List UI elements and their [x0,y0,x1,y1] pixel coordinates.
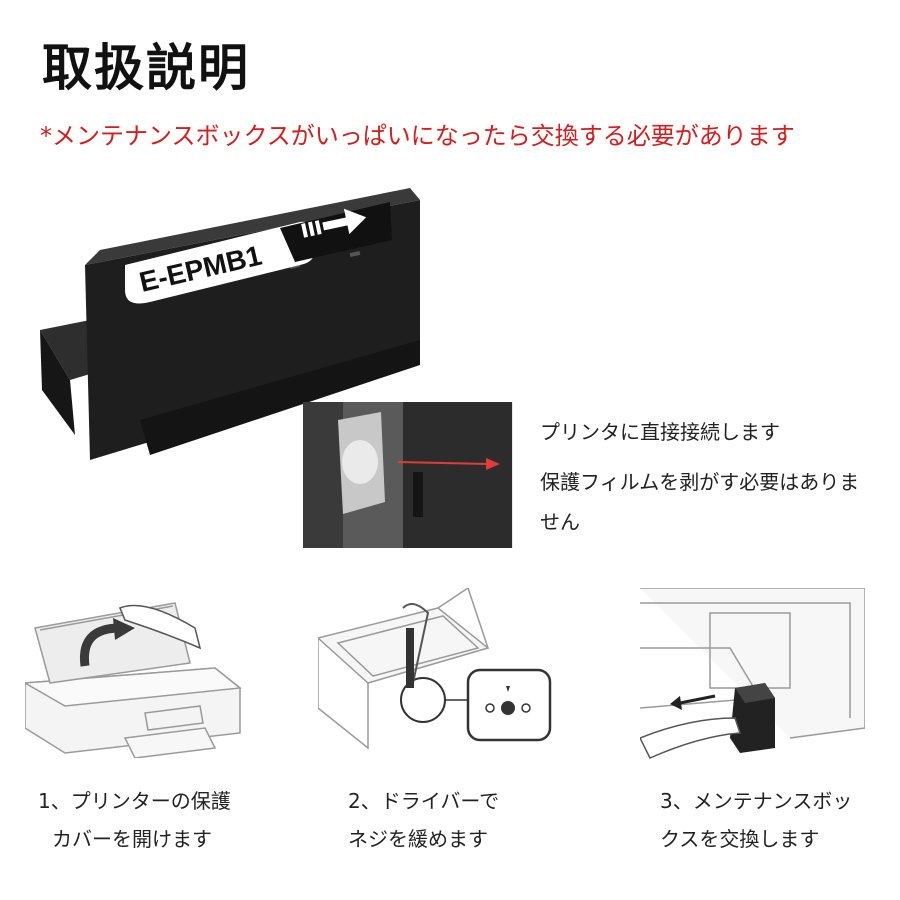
connector-closeup-image [303,402,513,548]
step2-line1: 2、ドライバーで [348,789,500,813]
note-no-film: 保護フィルムを剥がす必要はありません [540,470,860,534]
step2-illustration [318,588,552,750]
step2-caption: 2、ドライバーで ネジを緩めます [348,782,548,858]
divider [512,402,513,548]
step3-illustration [640,588,865,759]
step3-line1: 3、メンテナンスボッ [660,789,853,813]
step2-line2: ネジを緩めます [348,827,488,851]
step1-line1: 1、プリンターの保護 [38,789,231,813]
step3-line2: クスを交換します [660,827,820,851]
step1-illustration [25,602,242,758]
step1-caption: 1、プリンターの保護 カバーを開けます [38,782,268,858]
step3-caption: 3、メンテナンスボッ クスを交換します [660,782,880,858]
replacement-warning: *メンテナンスボックスがいっぱいになったら交換する必要があります [40,122,795,150]
page-title: 取扱説明 [42,39,250,97]
step1-line2: カバーを開けます [52,827,212,851]
maintenance-box-image: E-EPMB1 [40,188,420,460]
note-direct-connect: プリンタに直接接続します [540,420,780,444]
